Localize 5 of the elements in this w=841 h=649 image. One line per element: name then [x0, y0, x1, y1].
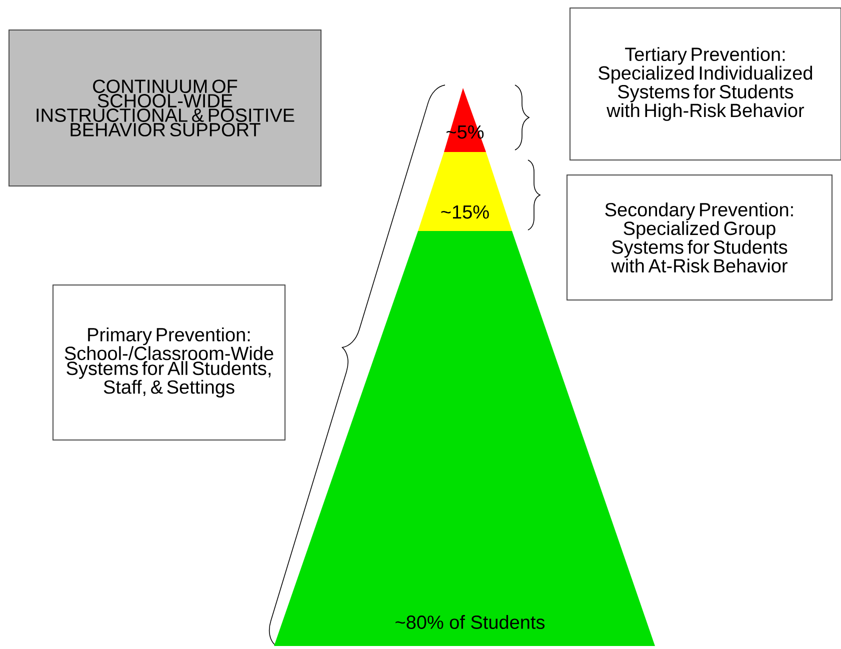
text-box: Secondary Prevention: Specialized Group Systems for Students with At-Risk Behavior	[566, 174, 832, 300]
title-box: CONTINUUM OF SCHOOL-WIDE INSTRUCTIONAL & POSITIVE BEHAVIOR SUPPORT	[8, 30, 322, 186]
pyramid-tier: ~15%	[418, 152, 512, 231]
text-box: Primary Prevention: School-/Classroom-Wide Systems for All Students, Staff, & Settings	[52, 284, 286, 440]
text-box: Tertiary Prevention: Specialized Individualized Systems for Students with High-Risk Behavior	[570, 8, 841, 160]
